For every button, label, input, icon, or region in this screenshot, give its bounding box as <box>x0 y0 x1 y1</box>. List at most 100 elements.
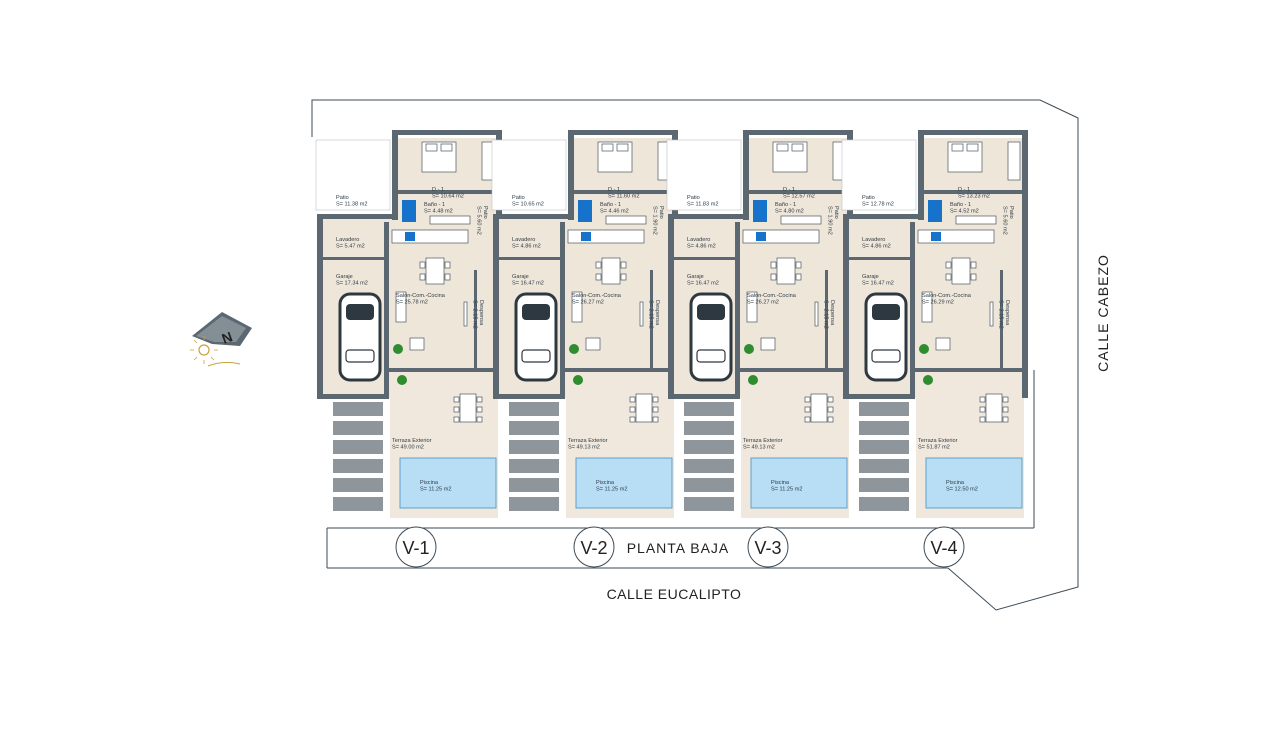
wall <box>560 222 565 398</box>
wall <box>674 257 738 260</box>
tv-icon <box>463 301 468 327</box>
plant-icon <box>569 344 579 354</box>
terrace-table-icon <box>453 393 483 423</box>
villa-tag-label: V-1 <box>402 538 429 558</box>
shower-icon <box>402 200 416 222</box>
sink-icon <box>581 232 591 241</box>
wall <box>392 130 502 135</box>
wall <box>849 257 913 260</box>
dining-table-icon <box>419 257 451 285</box>
villa-tag-v2: V-2 <box>573 526 615 568</box>
room-label-patio-small: PatioS= 1.90 m2 <box>827 206 840 235</box>
kitchen-counter-icon <box>567 229 645 244</box>
room-label-patio-small: PatioS= 1.90 m2 <box>652 206 665 235</box>
wall <box>743 130 749 220</box>
bed-icon <box>947 141 983 173</box>
ramp-steps <box>509 402 559 511</box>
wall <box>474 270 477 368</box>
wall <box>668 394 740 399</box>
wall <box>668 214 674 398</box>
street-label-right: CALLE CABEZO <box>1095 254 1111 372</box>
wall <box>843 214 849 398</box>
villa-tag-label: V-2 <box>580 538 607 558</box>
armchair-icon <box>935 337 951 351</box>
patio-area <box>491 139 567 211</box>
wall <box>825 270 828 368</box>
room-label-despensa: DespensaS= 2.15 m2 <box>472 300 485 329</box>
ramp-steps <box>684 402 734 511</box>
pool-icon <box>575 457 673 509</box>
villa-tag-v4: V-4 <box>923 526 965 568</box>
sink-icon <box>756 232 766 241</box>
tv-icon <box>989 301 994 327</box>
wardrobe-icon <box>1007 141 1021 181</box>
terrace-table-icon <box>979 393 1009 423</box>
room-label-patio-small: PatioS= 5.60 m2 <box>1002 206 1015 235</box>
sofa-icon <box>571 291 583 323</box>
north-compass-icon: N <box>190 312 252 367</box>
wall <box>574 190 674 194</box>
pool-icon <box>925 457 1023 509</box>
vanity-icon <box>429 215 471 225</box>
wall <box>398 190 498 194</box>
shower-icon <box>753 200 767 222</box>
wall <box>493 394 565 399</box>
villa-tag-v3: V-3 <box>747 526 789 568</box>
plant-icon <box>393 344 403 354</box>
wall <box>317 214 397 219</box>
plant-icon <box>919 344 929 354</box>
dining-table-icon <box>770 257 802 285</box>
kitchen-counter-icon <box>917 229 995 244</box>
plan-title: PLANTA BAJA <box>627 540 730 556</box>
plant-icon <box>923 375 933 385</box>
wall <box>743 130 853 135</box>
plant-icon <box>744 344 754 354</box>
ramp-steps <box>333 402 383 511</box>
shower-icon <box>578 200 592 222</box>
wall <box>323 257 387 260</box>
room-label-despensa: DespensaS= 2.15 m2 <box>823 300 836 329</box>
plant-icon <box>397 375 407 385</box>
wall <box>910 368 1024 372</box>
armchair-icon <box>585 337 601 351</box>
vanity-icon <box>605 215 647 225</box>
wall <box>384 368 498 372</box>
villa-tag-label: V-3 <box>754 538 781 558</box>
street-label-bottom: CALLE EUCALIPTO <box>607 586 742 602</box>
dining-table-icon <box>595 257 627 285</box>
bed-icon <box>597 141 633 173</box>
bed-icon <box>421 141 457 173</box>
sofa-icon <box>921 291 933 323</box>
wall <box>317 394 389 399</box>
patio-area <box>666 139 742 211</box>
villa-tag-v1: V-1 <box>395 526 437 568</box>
sofa-icon <box>395 291 407 323</box>
armchair-icon <box>409 337 425 351</box>
shower-icon <box>928 200 942 222</box>
wall <box>1022 130 1028 398</box>
pool-icon <box>750 457 848 509</box>
wall <box>499 257 563 260</box>
wall <box>1000 270 1003 368</box>
ramp-steps <box>859 402 909 511</box>
